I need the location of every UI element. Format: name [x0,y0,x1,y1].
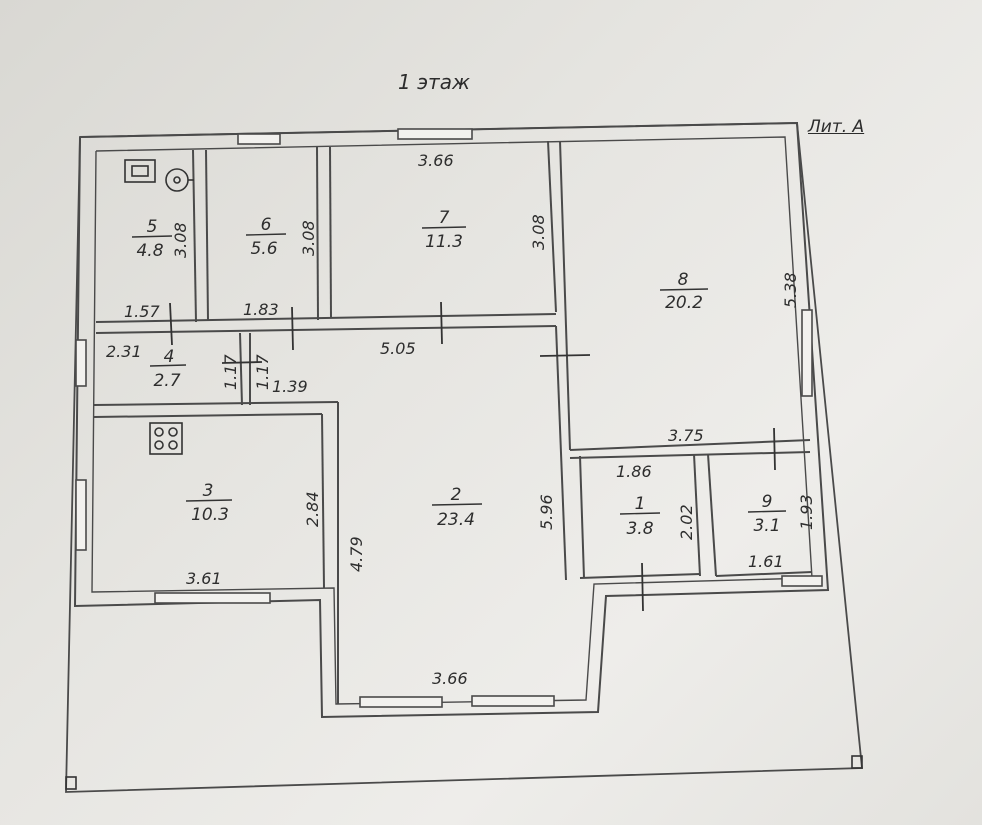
stove-icon [149,422,183,455]
room-7-number: 7 [439,208,450,228]
dim-r4-c: 1.39 [272,377,308,396]
window-icon [75,339,87,387]
room-3-number: 3 [203,481,214,501]
boiler-icon [124,159,156,183]
plan-title: 1 этаж [398,70,470,94]
room-2-number: 2 [451,485,462,505]
room-6-number: 6 [261,215,272,235]
room-3-area: 10.3 [191,505,229,525]
room-5-number: 5 [147,217,158,237]
dim-r1-h: 2.02 [677,504,696,540]
room-9-number: 9 [762,492,773,512]
dim-r2-right: 5.96 [537,494,556,530]
window-icon [471,695,555,707]
room-1-number: 1 [635,494,646,514]
window-icon [781,575,823,587]
dim-r4-b: 1.17 [253,354,272,390]
dim-r9-w: 1.61 [748,552,784,571]
room-1-area: 3.8 [626,519,653,539]
dim-r2-left: 4.79 [347,536,366,572]
room-8-number: 8 [678,270,689,290]
dim-r1-w: 1.86 [616,462,652,481]
room-4-number: 4 [164,347,175,367]
outer-wall [73,121,830,719]
window-icon [359,696,443,708]
window-icon [154,592,271,604]
door-ticks [169,301,776,612]
dim-r8-w: 3.75 [668,426,704,445]
room-4-area: 2.7 [153,371,180,391]
dim-r5-h: 3.08 [171,222,190,258]
dim-r3-h: 2.84 [303,491,322,527]
dim-r6-h: 3.08 [299,220,318,256]
dim-r8-h: 5.38 [781,272,800,308]
room-2-area: 23.4 [437,510,475,530]
litera-label: Лит. А [808,117,865,137]
meter-icon [165,168,189,192]
dim-r5-w: 1.57 [124,302,160,321]
room-9-area: 3.1 [753,516,780,536]
dim-r4-a: 1.17 [221,354,240,390]
dim-r2-bottom: 3.66 [432,669,468,688]
dim-r7-top: 3.66 [418,151,454,170]
dim-corr-w: 5.05 [380,339,416,358]
room-5-area: 4.8 [136,241,163,261]
dim-r6-w: 1.83 [243,300,279,319]
room-8-area: 20.2 [665,293,703,313]
dim-r4-w: 2.31 [106,342,142,361]
windows [75,128,823,708]
window-icon [237,133,281,145]
dim-r7-h: 3.08 [529,214,548,250]
dim-r9-h: 1.93 [797,494,816,530]
dim-r3-w: 3.61 [186,569,222,588]
window-icon [801,309,813,397]
window-icon [397,128,473,140]
window-icon [75,479,87,551]
room-7-area: 11.3 [425,232,463,252]
room-6-area: 5.6 [250,239,277,259]
